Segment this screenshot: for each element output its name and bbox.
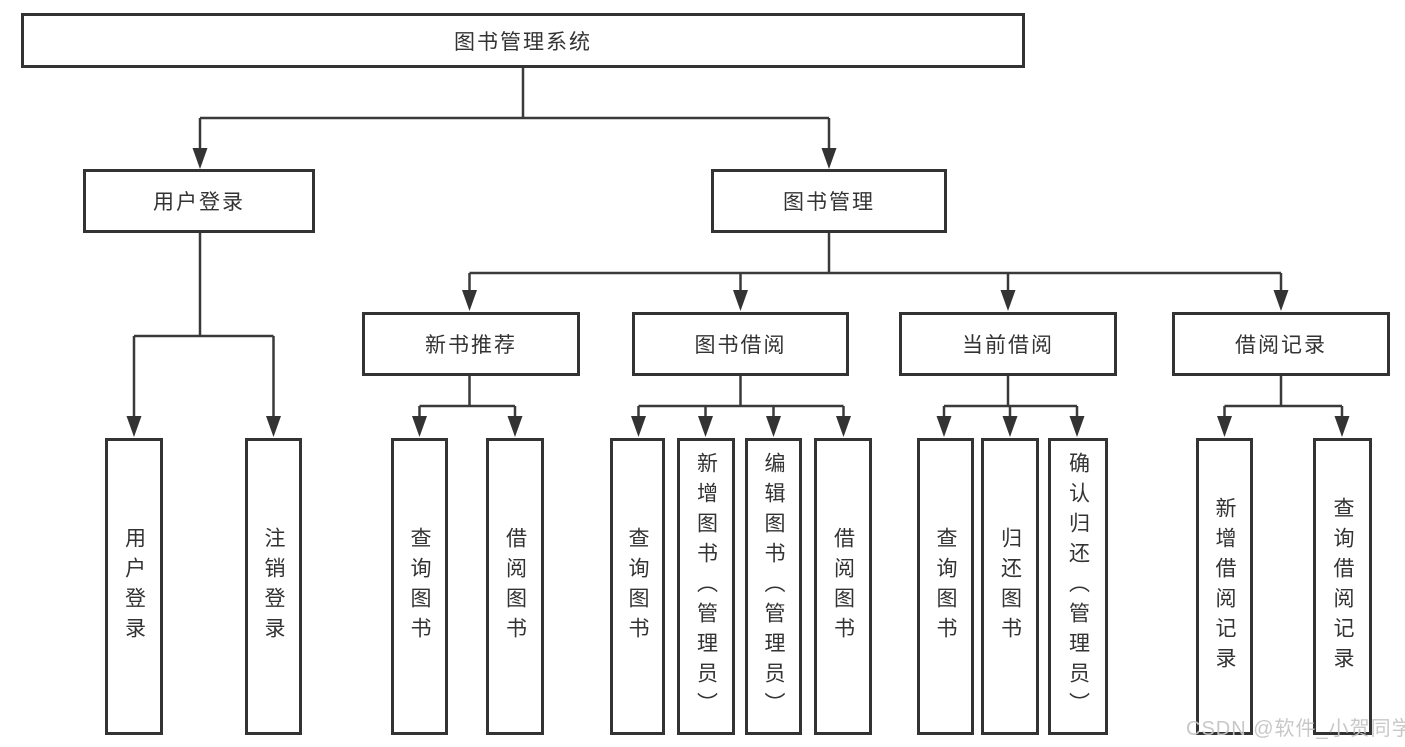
node-borrow-record: 借阅记录 [1172,312,1390,376]
node-leaf-bb-query-book: 查询图书 [610,438,665,735]
node-leaf-bb-borrow-book-label: 借阅图书 [831,526,855,647]
node-leaf-bb-borrow-book: 借阅图书 [814,438,872,735]
node-book-mgmt-label: 图书管理 [783,191,875,214]
node-user-login: 用户登录 [83,169,315,233]
node-new-book-rec-label: 新书推荐 [425,334,517,357]
node-leaf-bb-query-book-label: 查询图书 [626,526,649,647]
node-leaf-logout-label: 注销登录 [262,526,285,647]
node-leaf-br-add-record: 新增借阅记录 [1196,438,1253,735]
node-book-borrow-label: 图书借阅 [694,334,787,357]
csdn-watermark: CSDN @软件_小贺同学 [1186,718,1405,740]
node-user-login-label: 用户登录 [153,191,245,214]
node-leaf-br-query-record: 查询借阅记录 [1313,438,1372,735]
node-book-mgmt: 图书管理 [711,169,947,233]
node-leaf-cb-confirm-return: 确认归还（管理员） [1048,438,1108,735]
node-leaf-nb-borrow-book: 借阅图书 [486,438,544,735]
node-leaf-user-login: 用户登录 [105,438,163,735]
node-leaf-cb-confirm-return-label: 确认归还（管理员） [1066,451,1090,722]
node-leaf-bb-add-book: 新增图书（管理员） [677,438,735,735]
node-leaf-nb-query-book-label: 查询图书 [408,526,431,647]
node-borrow-record-label: 借阅记录 [1235,334,1327,357]
node-leaf-cb-return-book: 归还图书 [981,438,1039,735]
node-leaf-br-query-record-label: 查询借阅记录 [1331,496,1354,677]
node-current-borrow-label: 当前借阅 [962,334,1054,357]
node-leaf-nb-query-book: 查询图书 [391,438,448,735]
node-leaf-bb-edit-book-label: 编辑图书（管理员） [762,451,785,722]
node-leaf-cb-query-book-label: 查询图书 [934,526,957,647]
node-leaf-br-add-record-label: 新增借阅记录 [1213,496,1236,677]
node-book-borrow: 图书借阅 [632,312,849,376]
node-current-borrow: 当前借阅 [899,312,1117,376]
node-root-label: 图书管理系统 [454,30,592,54]
node-root: 图书管理系统 [21,13,1025,68]
node-new-book-rec: 新书推荐 [362,312,580,376]
node-leaf-cb-query-book: 查询图书 [917,438,974,735]
node-leaf-bb-edit-book: 编辑图书（管理员） [745,438,802,735]
node-leaf-user-login-label: 用户登录 [122,526,146,647]
node-leaf-bb-add-book-label: 新增图书（管理员） [694,451,718,722]
node-leaf-nb-borrow-book-label: 借阅图书 [503,526,527,647]
node-leaf-cb-return-book-label: 归还图书 [998,526,1022,647]
node-leaf-logout: 注销登录 [245,438,302,735]
